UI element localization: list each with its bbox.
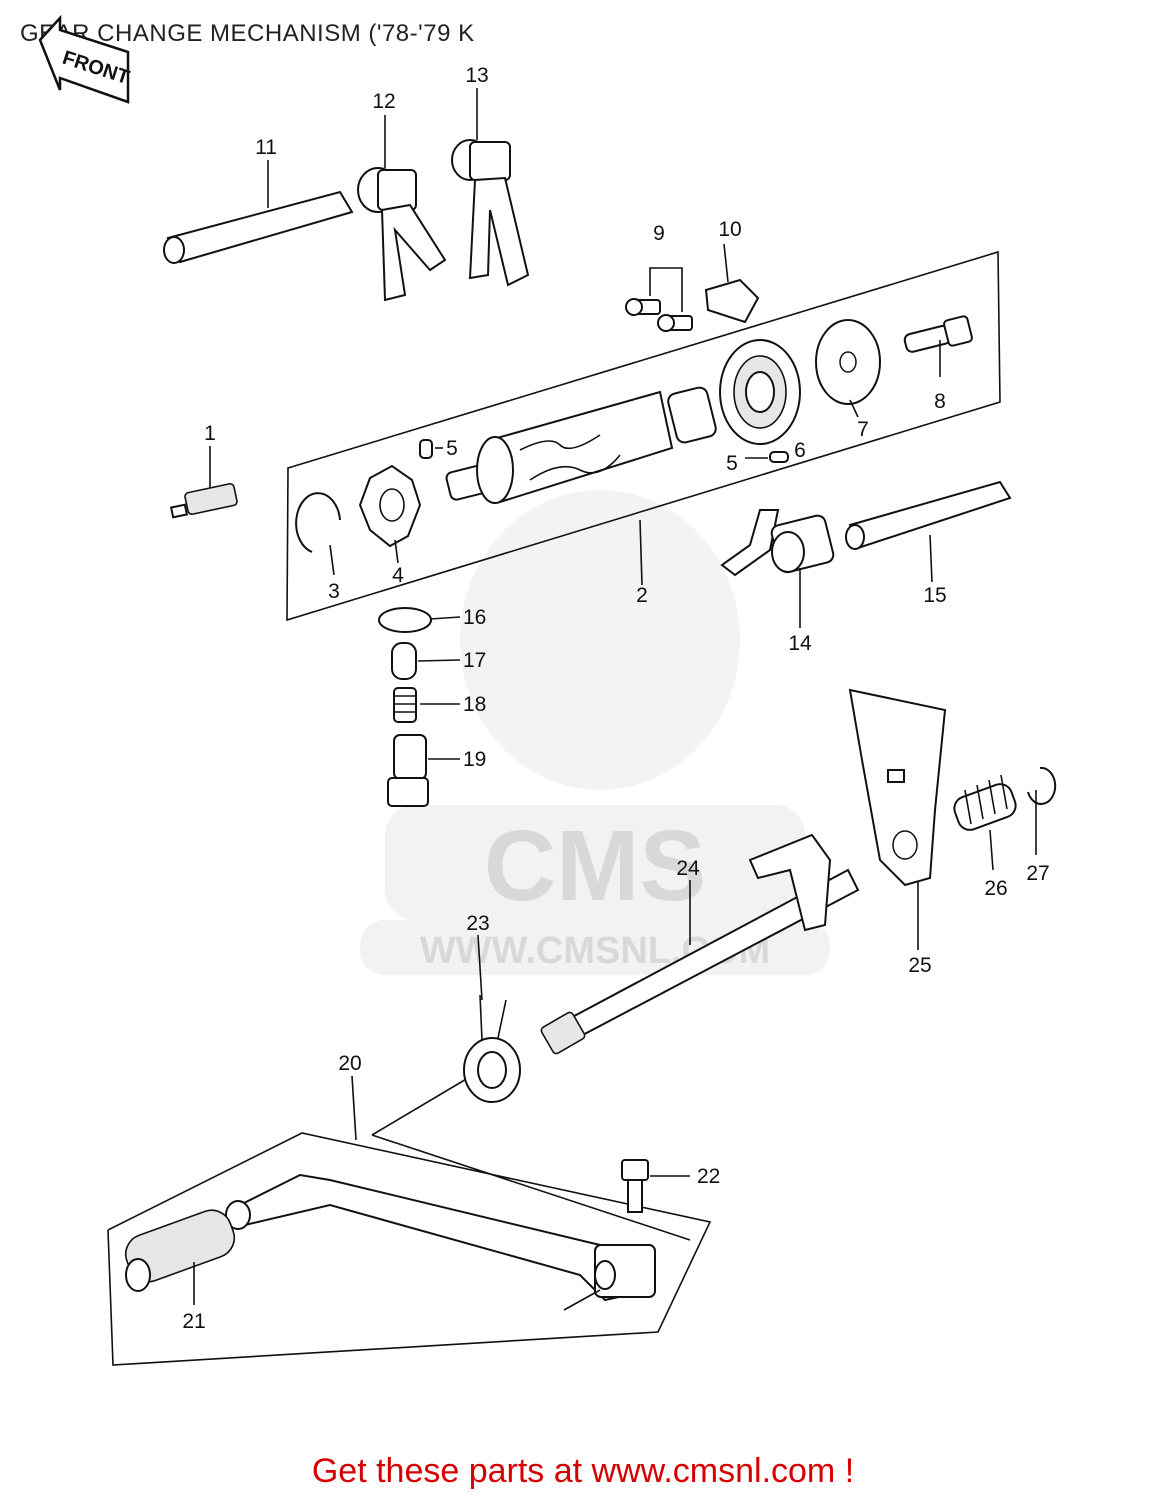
callout-19: 19 xyxy=(463,748,486,771)
callout-21: 21 xyxy=(182,1310,205,1333)
callout-7: 7 xyxy=(857,418,869,441)
part-shift-shaft xyxy=(540,833,860,1055)
part-return-spring xyxy=(953,774,1017,831)
part-screws xyxy=(625,267,693,332)
cms-watermark: CMS WWW.CMSNL.COM xyxy=(360,490,830,975)
part-shift-drum xyxy=(445,386,717,504)
part-shift-fork-b xyxy=(451,139,530,287)
part-shift-pedal xyxy=(225,1173,656,1302)
part-shift-rod-b xyxy=(845,480,1012,550)
callout-12: 12 xyxy=(372,90,395,113)
part-stopper-plate xyxy=(704,278,760,324)
callout-16: 16 xyxy=(463,606,486,629)
callout-17: 17 xyxy=(463,649,486,672)
callout-24: 24 xyxy=(676,857,700,880)
part-circlip-b xyxy=(1027,766,1057,805)
callout-5b: 5 xyxy=(726,452,738,475)
callout-1: 1 xyxy=(204,422,216,445)
part-pin-b xyxy=(769,451,789,463)
callout-9: 9 xyxy=(653,222,665,245)
assembly-box xyxy=(286,250,1001,622)
callout-6: 6 xyxy=(794,439,806,462)
part-bearing xyxy=(719,339,801,445)
part-holder-bolt xyxy=(387,734,429,807)
callout-25: 25 xyxy=(908,954,931,977)
part-pedal-rubber xyxy=(124,1209,236,1292)
part-pin-plunger xyxy=(391,642,417,680)
callout-5a: 5 xyxy=(446,437,458,460)
part-drum-cam xyxy=(815,319,881,405)
callout-27: 27 xyxy=(1026,862,1049,885)
part-shift-arm xyxy=(848,688,947,887)
callout-26: 26 xyxy=(984,877,1007,900)
part-spring xyxy=(393,687,417,723)
watermark-brand: CMS xyxy=(484,810,706,922)
callout-20: 20 xyxy=(338,1052,361,1075)
callout-2: 2 xyxy=(636,584,648,607)
callout-10: 10 xyxy=(718,218,741,241)
callout-4: 4 xyxy=(392,564,404,587)
part-shift-fork-c xyxy=(720,509,835,577)
callout-11: 11 xyxy=(255,136,277,159)
footer-link[interactable]: Get these parts at www.cmsnl.com ! xyxy=(311,1452,855,1490)
callout-13: 13 xyxy=(465,64,488,87)
part-shaft-spring xyxy=(463,994,521,1103)
front-badge: FRONT xyxy=(38,14,132,104)
leader-lines xyxy=(193,88,1037,1311)
callout-22: 22 xyxy=(697,1165,720,1188)
callout-14: 14 xyxy=(788,632,812,655)
part-shift-rod xyxy=(163,190,354,264)
part-circlip xyxy=(295,492,341,553)
part-pin-a xyxy=(419,439,433,459)
part-pedal-bolt xyxy=(621,1159,649,1213)
part-shift-fork-a xyxy=(357,167,447,302)
callout-15: 15 xyxy=(923,584,946,607)
callout-18: 18 xyxy=(463,693,486,716)
part-washer xyxy=(378,607,432,633)
part-neutral-switch xyxy=(169,482,238,519)
callout-3: 3 xyxy=(328,580,340,603)
callout-8: 8 xyxy=(934,390,946,413)
callout-labels: 1 2 3 4 5 5 6 7 8 9 10 11 12 13 14 15 16… xyxy=(182,64,1049,1333)
part-pin-bolt xyxy=(903,315,973,353)
callout-23: 23 xyxy=(466,912,489,935)
